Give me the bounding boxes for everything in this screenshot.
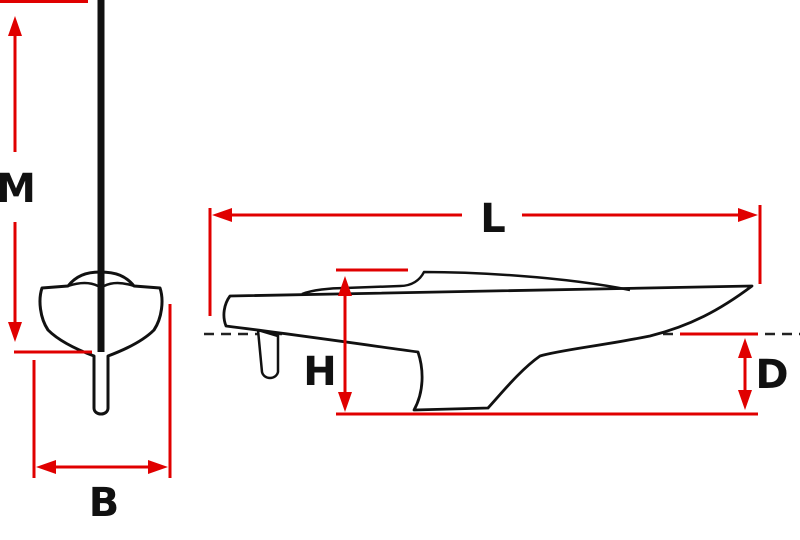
hull-depth-arrowhead-bottom (338, 392, 352, 412)
mast-height-label: M (0, 166, 36, 212)
mast-height-arrowhead-top (8, 16, 22, 36)
beam-arrowhead-right (148, 460, 168, 474)
side-hull-outline (222, 284, 754, 412)
front-view: M B (0, 0, 172, 526)
front-deck-line (67, 281, 135, 288)
beam-arrowhead-left (36, 460, 56, 474)
cabin-outline (301, 270, 631, 296)
draft-arrowhead-top (738, 338, 752, 358)
side-view: L H D (204, 196, 800, 416)
rudder-outline (256, 328, 280, 380)
hull-depth-label: H (303, 349, 336, 395)
beam-label: B (89, 480, 120, 526)
length-arrowhead-left (212, 208, 232, 222)
draft-label: D (755, 352, 788, 398)
draft-arrowhead-bottom (738, 390, 752, 410)
mast-height-arrowhead-bottom (8, 322, 22, 342)
length-arrowhead-right (738, 208, 758, 222)
length-label: L (480, 196, 506, 242)
hull-depth-arrowhead-top (338, 276, 352, 296)
